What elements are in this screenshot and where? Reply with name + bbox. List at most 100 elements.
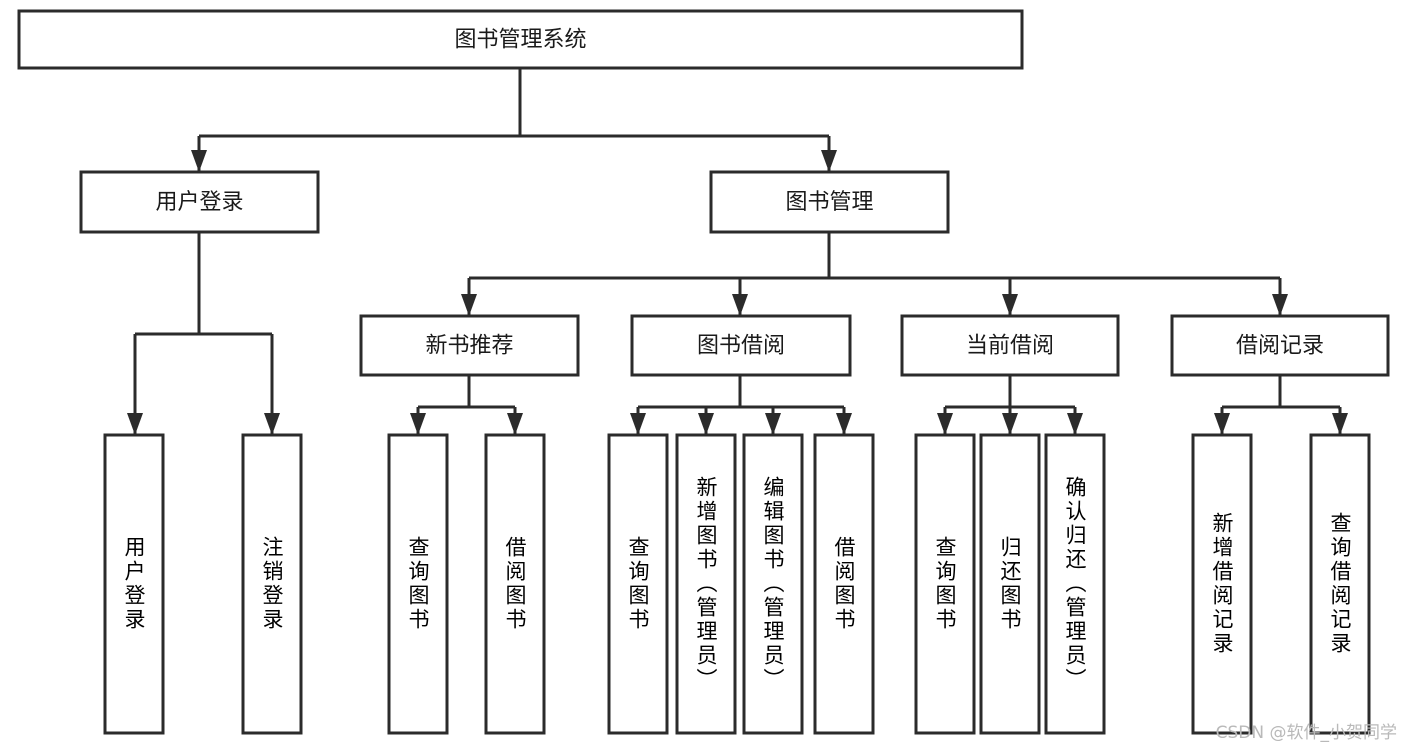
arrow-head-icon [264, 413, 280, 435]
node-label-wrap-user-login-do: 用户登录 [122, 536, 146, 632]
node-nbr-borrow-book[interactable]: 借阅图书 [484, 433, 546, 735]
node-book-manage[interactable]: 图书管理 [709, 170, 950, 234]
arrow-head-icon [732, 294, 748, 316]
node-label-book-manage: 图书管理 [785, 190, 873, 215]
node-nbr-query-book[interactable]: 查询图书 [387, 433, 449, 735]
node-box-current-borrow [900, 314, 1120, 377]
connector-book-manage-children [461, 232, 1288, 316]
arrow-head-icon [1214, 413, 1230, 435]
node-label-cb-confirm-return-admin: 确认归还（管理员） [1063, 476, 1087, 692]
node-borrow-record[interactable]: 借阅记录 [1170, 314, 1390, 377]
node-box-br-add-record [1191, 433, 1253, 735]
arrow-head-icon [1002, 294, 1018, 316]
node-label-br-add-record: 新增借阅记录 [1210, 512, 1234, 656]
connector-book-borrow-children [630, 375, 852, 435]
node-bb-edit-book-admin[interactable]: 编辑图书（管理员） [742, 433, 804, 735]
node-label-wrap-cb-confirm-return-admin: 确认归还（管理员） [1063, 476, 1087, 692]
csdn-watermark: CSDN @软件_小贺同学 [1215, 723, 1397, 743]
node-label-cb-query-book: 查询图书 [933, 536, 957, 632]
node-label-user-login-do: 用户登录 [122, 536, 146, 632]
node-box-cb-query-book [914, 433, 976, 735]
node-label-current-borrow: 当前借阅 [966, 334, 1054, 359]
arrow-head-icon [1067, 413, 1083, 435]
node-box-bb-query-book [607, 433, 669, 735]
node-br-query-record[interactable]: 查询借阅记录 [1309, 433, 1371, 735]
node-label-cb-return-book: 归还图书 [998, 536, 1022, 632]
node-label-new-book-recommend: 新书推荐 [425, 334, 513, 359]
connector-current-borrow-children [937, 375, 1083, 435]
node-user-login-do[interactable]: 用户登录 [103, 433, 165, 735]
node-box-nbr-query-book [387, 433, 449, 735]
node-label-wrap-nbr-query-book: 查询图书 [406, 536, 430, 632]
node-box-cb-confirm-return-admin [1044, 433, 1106, 735]
node-box-book-borrow [630, 314, 852, 377]
node-root[interactable]: 图书管理系统 [17, 9, 1024, 70]
node-label-bb-borrow-book: 借阅图书 [832, 536, 856, 632]
node-label-bb-query-book: 查询图书 [626, 536, 650, 632]
nodes-layer: 图书管理系统用户登录用户登录注销登录图书管理新书推荐查询图书借阅图书图书借阅查询… [17, 9, 1390, 735]
node-label-book-borrow: 图书借阅 [697, 334, 785, 359]
node-box-nbr-borrow-book [484, 433, 546, 735]
node-book-borrow[interactable]: 图书借阅 [630, 314, 852, 377]
node-box-cb-return-book [979, 433, 1041, 735]
node-label-wrap-cb-query-book: 查询图书 [933, 536, 957, 632]
arrow-head-icon [410, 413, 426, 435]
node-label-wrap-bb-borrow-book: 借阅图书 [832, 536, 856, 632]
node-cb-query-book[interactable]: 查询图书 [914, 433, 976, 735]
node-label-wrap-br-query-record: 查询借阅记录 [1328, 512, 1352, 656]
node-bb-add-book-admin[interactable]: 新增图书（管理员） [675, 433, 737, 735]
connector-user-login-children [127, 232, 280, 435]
node-label-wrap-bb-add-book-admin: 新增图书（管理员） [694, 476, 718, 692]
node-box-root [17, 9, 1024, 70]
node-label-borrow-record: 借阅记录 [1236, 334, 1324, 359]
node-box-user-logout [241, 433, 303, 735]
node-box-new-book-recommend [359, 314, 580, 377]
arrow-head-icon [507, 413, 523, 435]
arrow-head-icon [1272, 294, 1288, 316]
node-label-br-query-record: 查询借阅记录 [1328, 512, 1352, 656]
node-box-bb-borrow-book [813, 433, 875, 735]
arrow-head-icon [836, 413, 852, 435]
arrow-head-icon [765, 413, 781, 435]
node-box-bb-edit-book-admin [742, 433, 804, 735]
node-label-nbr-borrow-book: 借阅图书 [503, 536, 527, 632]
node-bb-borrow-book[interactable]: 借阅图书 [813, 433, 875, 735]
node-label-wrap-br-add-record: 新增借阅记录 [1210, 512, 1234, 656]
node-new-book-recommend[interactable]: 新书推荐 [359, 314, 580, 377]
connector-borrow-record-children [1214, 375, 1348, 435]
node-cb-return-book[interactable]: 归还图书 [979, 433, 1041, 735]
arrow-head-icon [698, 413, 714, 435]
node-box-br-query-record [1309, 433, 1371, 735]
arrow-head-icon [821, 150, 837, 172]
node-user-logout[interactable]: 注销登录 [241, 433, 303, 735]
node-box-user-login [79, 170, 320, 234]
node-label-wrap-bb-edit-book-admin: 编辑图书（管理员） [761, 476, 785, 692]
arrow-head-icon [630, 413, 646, 435]
arrow-head-icon [1332, 413, 1348, 435]
node-user-login[interactable]: 用户登录 [79, 170, 320, 234]
node-box-user-login-do [103, 433, 165, 735]
node-label-nbr-query-book: 查询图书 [406, 536, 430, 632]
node-cb-confirm-return-admin[interactable]: 确认归还（管理员） [1044, 433, 1106, 735]
arrow-head-icon [191, 150, 207, 172]
node-bb-query-book[interactable]: 查询图书 [607, 433, 669, 735]
arrow-head-icon [127, 413, 143, 435]
node-current-borrow[interactable]: 当前借阅 [900, 314, 1120, 377]
arrow-head-icon [461, 294, 477, 316]
node-label-wrap-nbr-borrow-book: 借阅图书 [503, 536, 527, 632]
node-label-wrap-user-logout: 注销登录 [260, 536, 284, 632]
node-br-add-record[interactable]: 新增借阅记录 [1191, 433, 1253, 735]
node-label-bb-add-book-admin: 新增图书（管理员） [694, 476, 718, 692]
node-label-bb-edit-book-admin: 编辑图书（管理员） [761, 476, 785, 692]
arrow-head-icon [1002, 413, 1018, 435]
node-label-wrap-bb-query-book: 查询图书 [626, 536, 650, 632]
node-label-user-login: 用户登录 [155, 190, 243, 215]
node-box-bb-add-book-admin [675, 433, 737, 735]
node-box-book-manage [709, 170, 950, 234]
node-label-wrap-cb-return-book: 归还图书 [998, 536, 1022, 632]
node-box-borrow-record [1170, 314, 1390, 377]
connector-root-to-level2 [191, 68, 837, 172]
connector-new-book-children [410, 375, 523, 435]
